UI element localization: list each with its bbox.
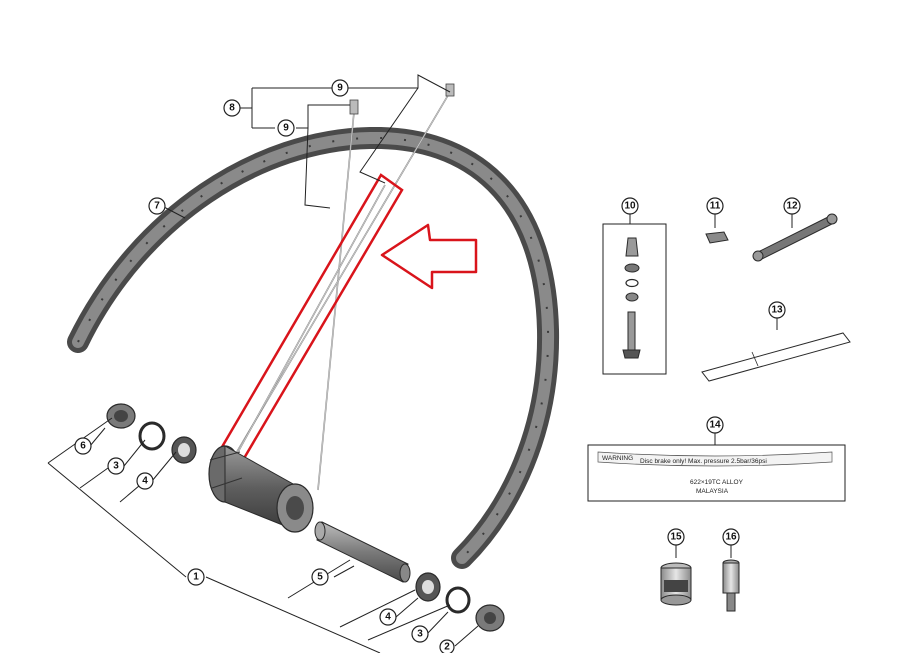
svg-text:4: 4 (385, 612, 391, 623)
callout-7: 7 (148, 197, 166, 215)
sticker-line3: MALAYSIA (696, 488, 729, 495)
svg-text:6: 6 (80, 441, 86, 452)
spoke-wrench (752, 213, 838, 262)
rim-clip (705, 231, 729, 244)
callout-3-left: 3 (107, 457, 125, 475)
callout-13: 13 (768, 301, 786, 319)
valve-kit (602, 223, 667, 375)
rim-tape (701, 332, 851, 382)
callout-11: 11 (706, 197, 724, 215)
svg-text:8: 8 (229, 103, 235, 114)
svg-text:15: 15 (670, 532, 682, 543)
callout-15: 15 (667, 528, 685, 546)
leader-lines (47, 74, 793, 653)
warning-sticker: WARNING Disc brake only! Max. pressure 2… (587, 444, 846, 502)
axle-tool (722, 559, 740, 612)
callout-4-left: 4 (136, 472, 154, 490)
callout-4-right: 4 (379, 608, 397, 626)
highlight-arrow (380, 223, 478, 290)
left-end-parts (106, 403, 197, 464)
callout-2: 2 (439, 639, 455, 653)
svg-text:5: 5 (317, 572, 323, 583)
spokes (234, 83, 455, 491)
svg-text:16: 16 (725, 532, 737, 543)
svg-text:3: 3 (417, 629, 423, 640)
svg-text:12: 12 (786, 201, 798, 212)
callout-16: 16 (722, 528, 740, 546)
svg-text:1: 1 (193, 572, 199, 583)
callout-6: 6 (74, 437, 92, 455)
svg-text:14: 14 (709, 420, 721, 431)
hub-body (208, 445, 314, 533)
callout-14: 14 (706, 416, 724, 434)
axle (314, 521, 411, 583)
callout-12: 12 (783, 197, 801, 215)
svg-text:13: 13 (771, 305, 783, 316)
sticker-line1: Disc brake only! Max. pressure 2.5bar/36… (640, 458, 767, 465)
callout-3-right: 3 (411, 625, 429, 643)
right-end-parts (415, 572, 505, 632)
callout-5: 5 (311, 568, 329, 586)
svg-text:2: 2 (444, 642, 450, 653)
svg-text:9: 9 (283, 123, 289, 134)
svg-text:7: 7 (154, 201, 160, 212)
callout-8: 8 (223, 99, 241, 117)
svg-text:9: 9 (337, 83, 343, 94)
callout-9-top: 9 (331, 79, 349, 97)
callout-1: 1 (187, 568, 205, 586)
rim (67, 126, 560, 569)
svg-text:4: 4 (142, 476, 148, 487)
svg-text:11: 11 (710, 201, 721, 212)
svg-text:10: 10 (624, 201, 636, 212)
grease-jar (660, 562, 692, 606)
sticker-line2: 622×19TC ALLOY (690, 479, 744, 486)
sticker-warning: WARNING (602, 455, 633, 462)
svg-text:3: 3 (113, 461, 119, 472)
callout-9-mid: 9 (277, 119, 295, 137)
callout-10: 10 (621, 197, 639, 215)
